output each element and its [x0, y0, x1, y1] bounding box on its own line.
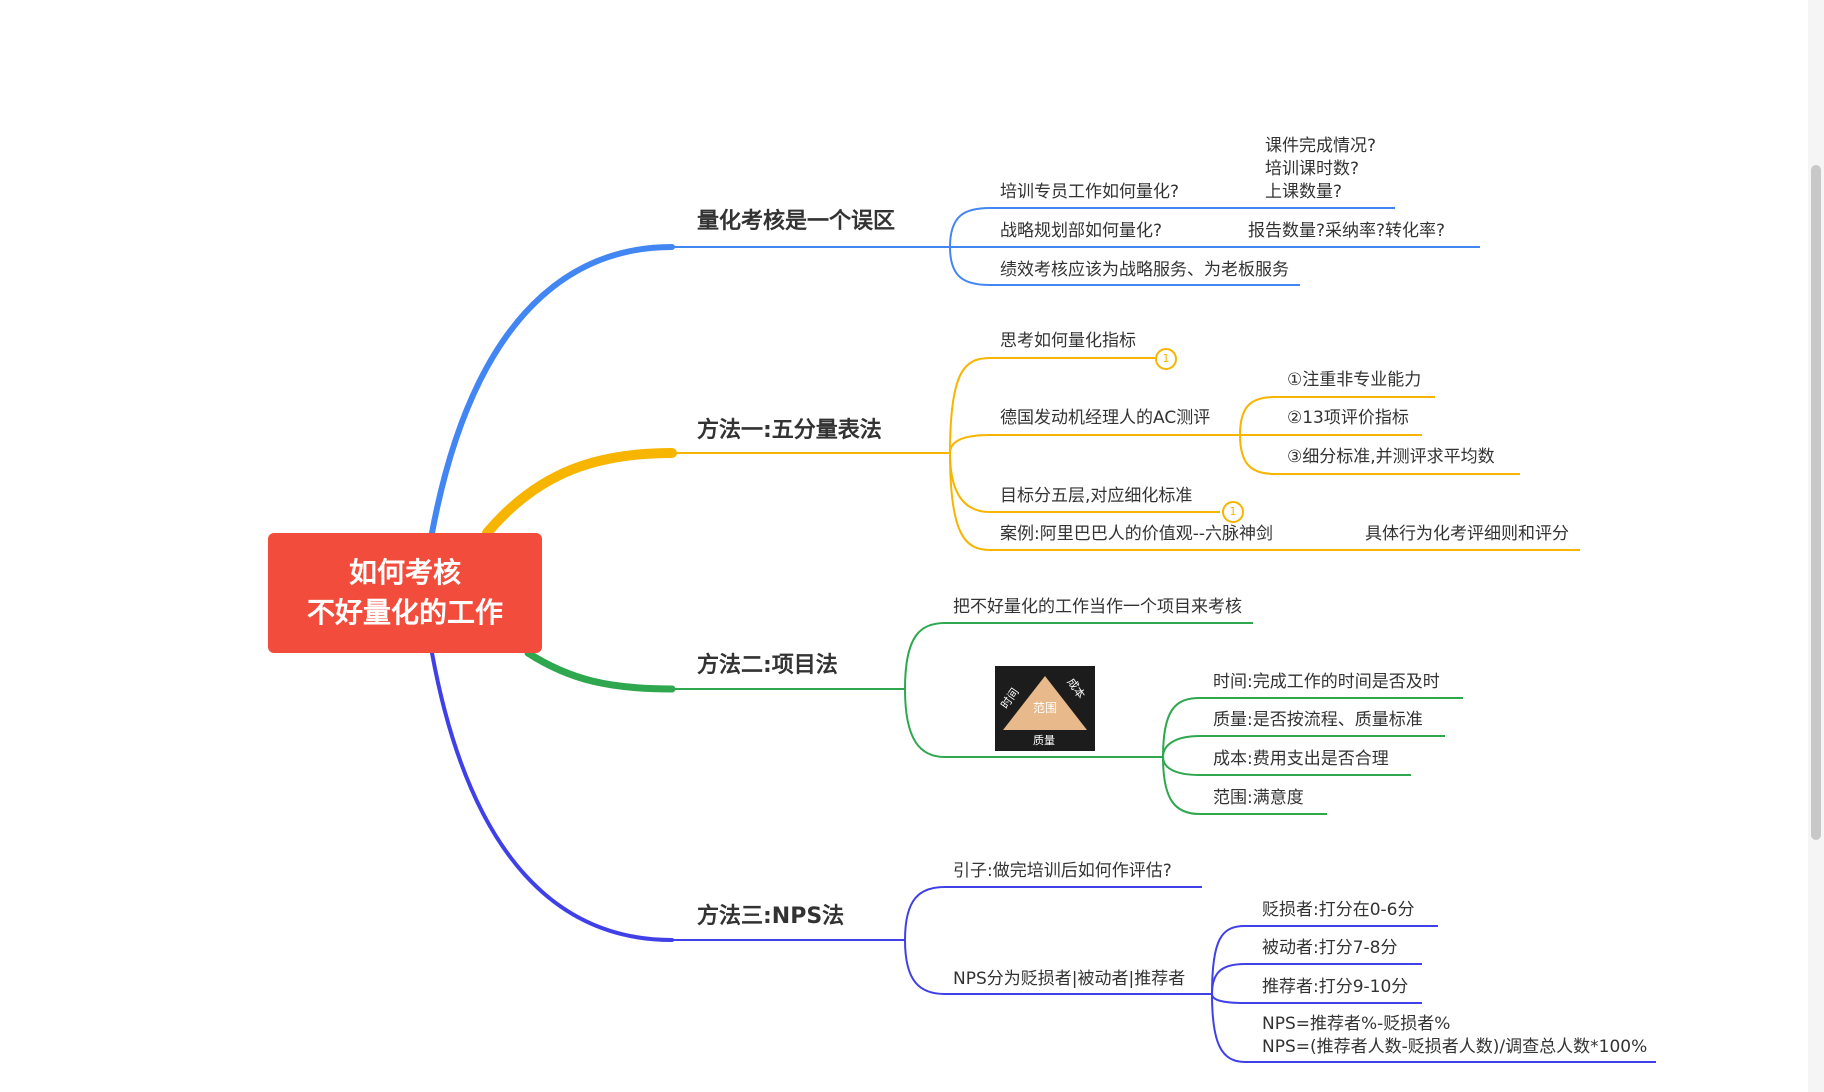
b2-topic-quantify[interactable]: 思考如何量化指标 — [1000, 331, 1136, 351]
note-badge-icon[interactable]: 1 — [1155, 348, 1177, 370]
b4-formula-1[interactable]: NPS=推荐者%-贬损者% — [1262, 1014, 1451, 1034]
b1-training-detail-1[interactable]: 课件完成情况? — [1265, 136, 1377, 156]
branch-connector-3 — [524, 649, 676, 693]
b1-topic-strategy[interactable]: 战略规划部如何量化? — [1000, 221, 1163, 241]
project-triangle-image[interactable]: 范围 时间 成本 质量 — [995, 666, 1095, 751]
b4-topic-nps-types[interactable]: NPS分为贬损者|被动者|推荐者 — [953, 969, 1186, 989]
b1-strategy-detail[interactable]: 报告数量?采纳率?转化率? — [1248, 221, 1446, 241]
b4-topic-intro[interactable]: 引子:做完培训后如何作评估? — [953, 861, 1172, 881]
b3-item-time[interactable]: 时间:完成工作的时间是否及时 — [1213, 672, 1440, 692]
vertical-scrollbar-thumb[interactable] — [1811, 165, 1821, 840]
b1-topic-performance[interactable]: 绩效考核应该为战略服务、为老板服务 — [1000, 260, 1289, 280]
b3-item-cost[interactable]: 成本:费用支出是否合理 — [1213, 749, 1389, 769]
b3-item-quality[interactable]: 质量:是否按流程、质量标准 — [1213, 710, 1423, 730]
branch-title-4[interactable]: 方法三:NPS法 — [697, 904, 845, 929]
b2-topic-ac-test[interactable]: 德国发动机经理人的AC测评 — [1000, 408, 1211, 428]
triangle-icon — [1003, 676, 1087, 730]
b2-topic-five-levels[interactable]: 目标分五层,对应细化标准 — [1000, 486, 1193, 506]
b1-training-detail-2[interactable]: 培训课时数? — [1265, 159, 1360, 179]
b2-alibaba-detail[interactable]: 具体行为化考评细则和评分 — [1365, 524, 1569, 544]
b2-ac-item-1[interactable]: ①注重非专业能力 — [1287, 370, 1422, 390]
root-topic[interactable]: 如何考核 不好量化的工作 — [268, 533, 542, 653]
branch-connector-2 — [482, 448, 677, 538]
branch-title-2[interactable]: 方法一:五分量表法 — [697, 418, 882, 443]
root-title-line1: 如何考核 — [348, 556, 461, 589]
branch-connector-1 — [429, 244, 675, 536]
b2-topic-alibaba[interactable]: 案例:阿里巴巴人的价值观--六脉神剑 — [1000, 524, 1273, 544]
triangle-label-bottom: 质量 — [1033, 734, 1055, 747]
branch-title-1[interactable]: 量化考核是一个误区 — [697, 209, 896, 234]
root-title-line2: 不好量化的工作 — [306, 596, 503, 629]
b3-item-scope[interactable]: 范围:满意度 — [1213, 788, 1304, 808]
note-badge-icon[interactable]: 1 — [1222, 501, 1244, 523]
b1-topic-training[interactable]: 培训专员工作如何量化? — [1000, 182, 1180, 202]
b2-ac-item-2[interactable]: ②13项评价指标 — [1287, 408, 1409, 428]
triangle-label-center: 范围 — [1033, 701, 1058, 715]
b4-item-promoter[interactable]: 推荐者:打分9-10分 — [1262, 977, 1409, 997]
b4-item-passive[interactable]: 被动者:打分7-8分 — [1262, 938, 1398, 958]
b2-ac-item-3[interactable]: ③细分标准,并测评求平均数 — [1287, 447, 1495, 467]
b3-topic-project[interactable]: 把不好量化的工作当作一个项目来考核 — [953, 597, 1242, 617]
branch-title-3[interactable]: 方法二:项目法 — [697, 653, 838, 678]
b4-formula-2[interactable]: NPS=(推荐者人数-贬损者人数)/调查总人数*100% — [1262, 1037, 1648, 1057]
branch-connector-4 — [430, 651, 674, 942]
b4-item-detractor[interactable]: 贬损者:打分在0-6分 — [1262, 900, 1415, 920]
b1-training-detail-3[interactable]: 上课数量? — [1265, 182, 1343, 202]
